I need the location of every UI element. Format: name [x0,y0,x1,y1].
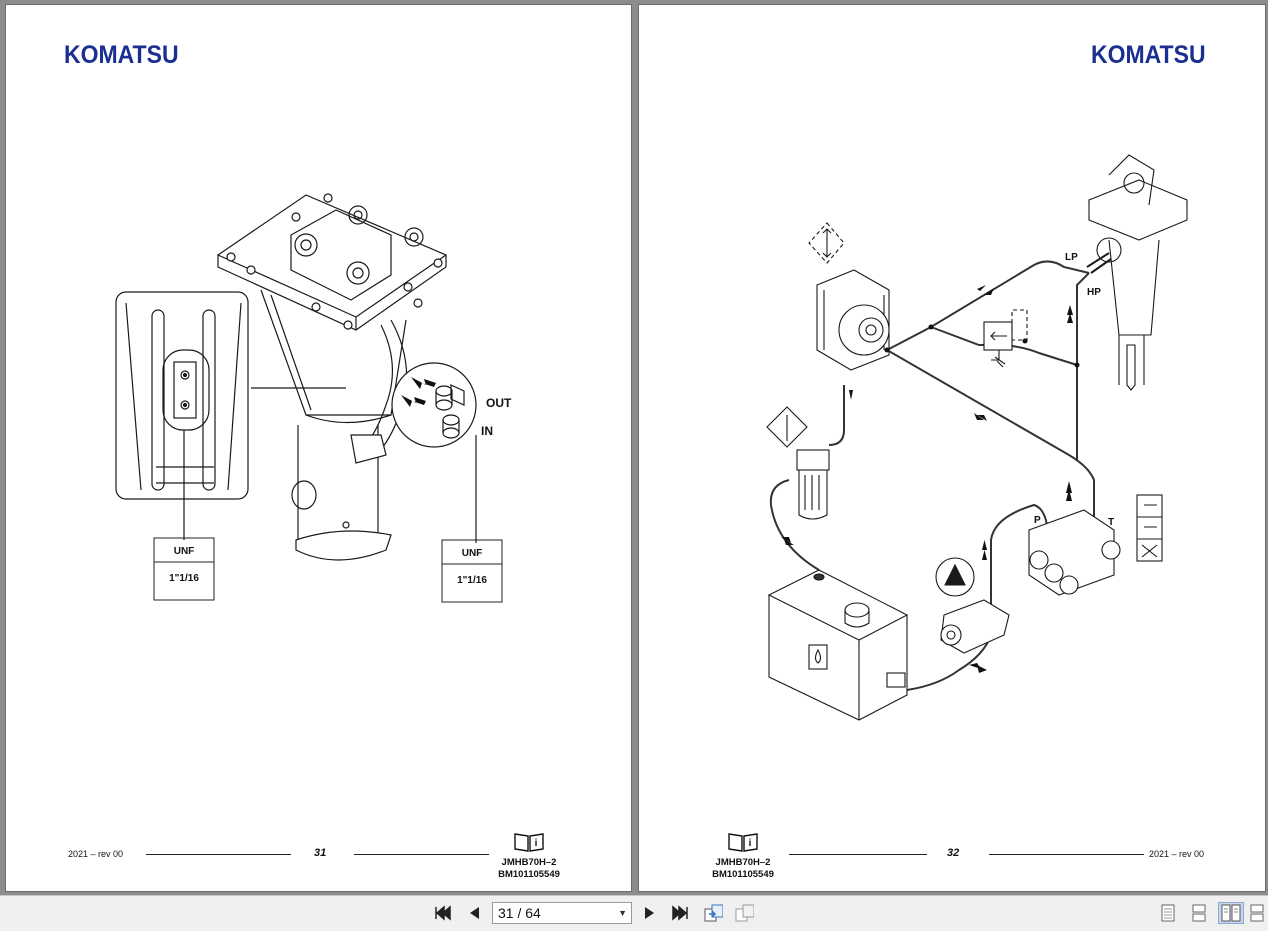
document-id: JMHB70H–2 BM101105549 [484,857,574,881]
single-page-view-button[interactable] [1155,902,1181,924]
hydraulic-circuit-diagram: LP HP P T [766,154,1188,721]
lp-port-label: LP [1065,252,1078,263]
document-page-left: KOMATSU [5,4,632,892]
two-page-icon [1221,904,1241,922]
two-page-continuous-view-button[interactable] [1248,902,1266,924]
thread-table-value: 1"1/16 [169,573,199,584]
thread-table-value: 1"1/16 [457,575,487,586]
hp-port-label: HP [1087,287,1101,298]
breaker-connection-drawing: OUT IN UNF 1"1/16 UNF 1"1/16 [115,193,512,603]
last-page-icon [672,905,688,921]
manual-info-icon: i [514,833,544,852]
go-back-button[interactable] [703,903,723,923]
manual-info-icon: i [728,833,758,852]
continuous-view-button[interactable] [1186,902,1212,924]
svg-text:i: i [749,838,752,849]
next-page-button[interactable] [640,903,660,923]
two-page-continuous-icon [1250,904,1264,922]
document-page-right: KOMATSU [638,4,1266,892]
document-code: JMHB70H–2 [501,857,557,868]
viewer-toolbar: 31 / 64 ▼ [0,895,1268,931]
komatsu-logo: KOMATSU [1091,41,1206,69]
first-page-button[interactable] [433,903,453,923]
footer-rule [789,854,927,855]
last-page-button[interactable] [670,903,690,923]
thread-table-header: UNF [462,548,483,559]
in-port-label: IN [481,424,493,438]
document-number: BM101105549 [712,869,774,880]
page-indicator: 31 / 64 [498,905,541,921]
footer-rule [354,854,489,855]
document-number: BM101105549 [498,869,560,880]
thread-table-header: UNF [174,546,195,557]
page-number: 32 [947,847,960,859]
go-forward-button[interactable] [734,903,754,923]
go-forward-icon [735,904,754,922]
next-page-icon [645,907,654,919]
komatsu-logo: KOMATSU [64,41,179,69]
t-port-label: T [1108,517,1114,528]
footer-rule [989,854,1144,855]
single-page-icon [1161,904,1175,922]
revision-label: 2021 – rev 00 [1149,849,1205,859]
document-id: JMHB70H–2 BM101105549 [698,857,788,881]
svg-text:i: i [535,838,538,849]
first-page-icon [435,905,451,921]
previous-page-button[interactable] [464,903,484,923]
two-page-view-button[interactable] [1218,902,1244,924]
continuous-icon [1192,904,1206,922]
document-code: JMHB70H–2 [715,857,771,868]
out-port-label: OUT [486,396,512,410]
go-back-icon [704,904,723,922]
footer-rule [146,854,291,855]
revision-label: 2021 – rev 00 [68,849,124,859]
p-port-label: P [1034,515,1041,526]
chevron-down-icon: ▼ [618,908,627,918]
page-number: 31 [314,847,327,859]
prev-page-icon [470,907,479,919]
page-number-select[interactable]: 31 / 64 ▼ [492,902,632,924]
